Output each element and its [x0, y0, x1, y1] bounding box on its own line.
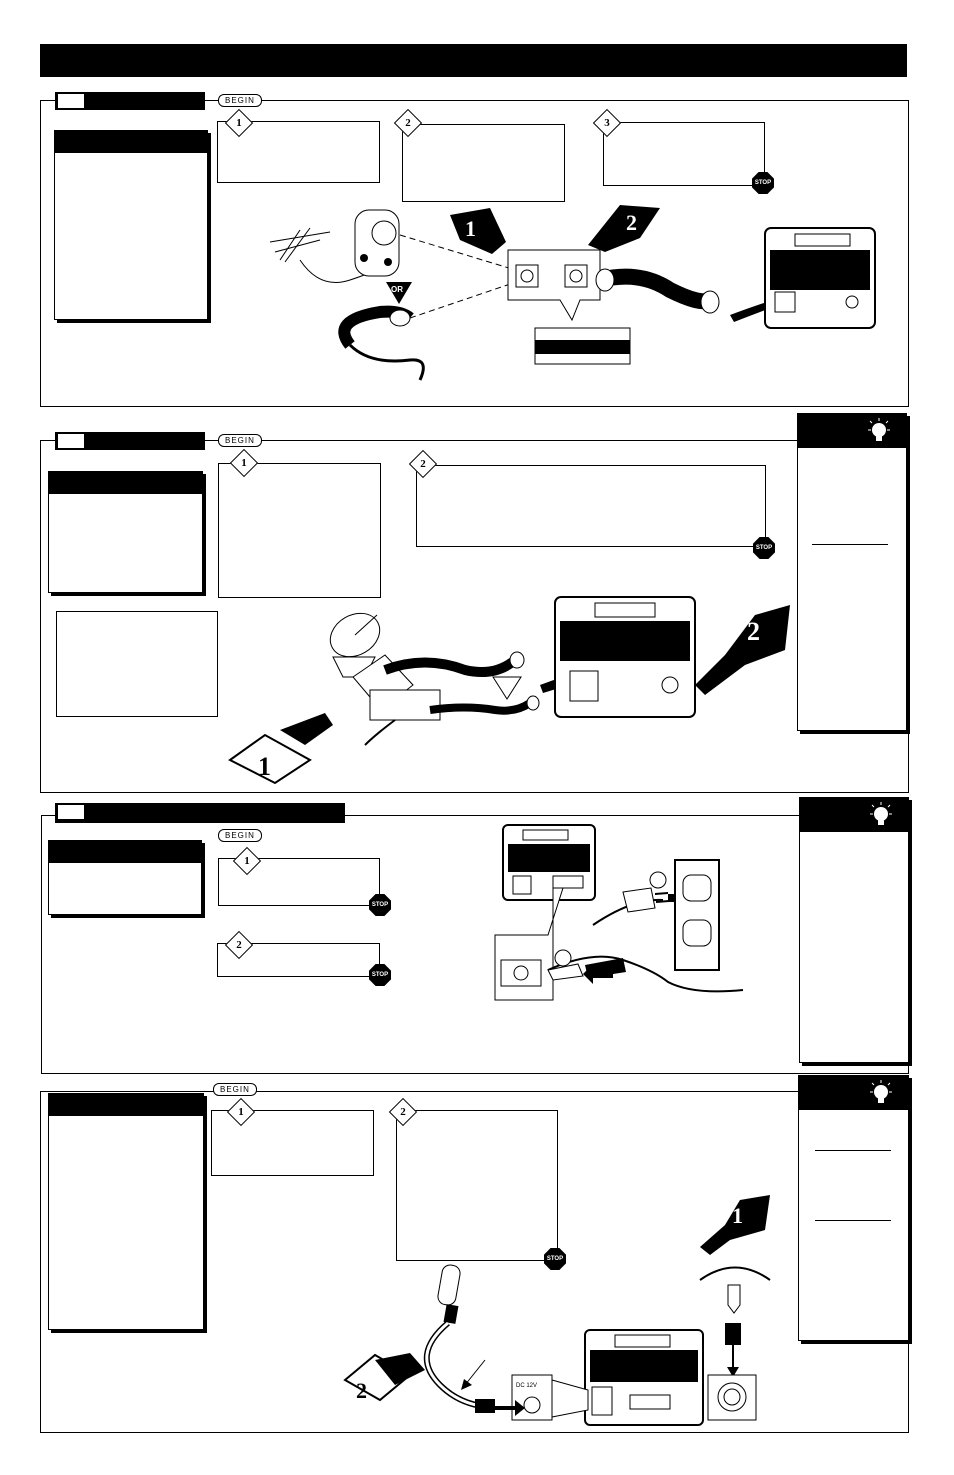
hint-box — [797, 413, 907, 731]
stop-sign-icon: STOP — [369, 964, 391, 986]
lightbulb-icon — [870, 1080, 892, 1103]
dc-power-illustration: 1 DC 12V 2 — [343, 1195, 771, 1426]
or-label: OR — [391, 285, 403, 294]
begin-badge: BEGIN — [213, 1083, 257, 1096]
section-tab-ac-power — [55, 803, 345, 823]
section-tab-antenna — [55, 92, 205, 110]
antenna-icon — [57, 93, 85, 109]
begin-badge: BEGIN — [218, 829, 262, 842]
note-box — [56, 611, 218, 717]
ac-power-illustration — [494, 824, 744, 1001]
step-2-box — [416, 465, 766, 547]
hint-divider — [815, 1220, 891, 1221]
dc-jack-label: DC 12V — [516, 1383, 537, 1389]
step-2-box — [402, 124, 565, 202]
stop-sign-icon: STOP — [369, 894, 391, 916]
hint-box — [799, 797, 909, 1063]
hand-step-1: 1 — [465, 216, 476, 241]
step-1-box — [218, 463, 381, 598]
begin-badge: BEGIN — [218, 434, 262, 447]
intro-box — [48, 840, 202, 915]
page-header-bar — [40, 44, 907, 77]
hand-step-1: 1 — [258, 752, 271, 781]
satellite-illustration: 1 2 — [228, 596, 790, 785]
hand-step-2: 2 — [626, 210, 637, 235]
step-2-box — [396, 1110, 558, 1261]
hint-divider — [812, 544, 888, 545]
intro-box — [48, 471, 203, 593]
hand-step-2: 2 — [356, 1378, 367, 1403]
hand-step-2: 2 — [747, 617, 760, 646]
stop-sign-icon: STOP — [752, 172, 774, 194]
section-antenna-vcr — [40, 100, 909, 407]
plug-icon — [57, 804, 85, 820]
hand-step-1: 1 — [732, 1203, 743, 1228]
step-3-box — [603, 122, 765, 186]
lightbulb-icon — [868, 418, 890, 441]
intro-box — [54, 130, 208, 320]
section-tab-satellite — [55, 432, 205, 450]
stop-sign-icon: STOP — [753, 537, 775, 559]
hint-divider — [815, 1150, 891, 1151]
section-satellite — [40, 440, 909, 793]
stop-sign-icon: STOP — [544, 1248, 566, 1270]
hint-box — [798, 1075, 909, 1341]
antenna-vcr-illustration: OR 1 2 — [269, 205, 876, 381]
satellite-icon — [57, 433, 85, 449]
lightbulb-icon — [870, 802, 892, 825]
step-1-box — [217, 121, 380, 183]
begin-badge: BEGIN — [218, 94, 262, 107]
intro-box — [48, 1093, 204, 1330]
